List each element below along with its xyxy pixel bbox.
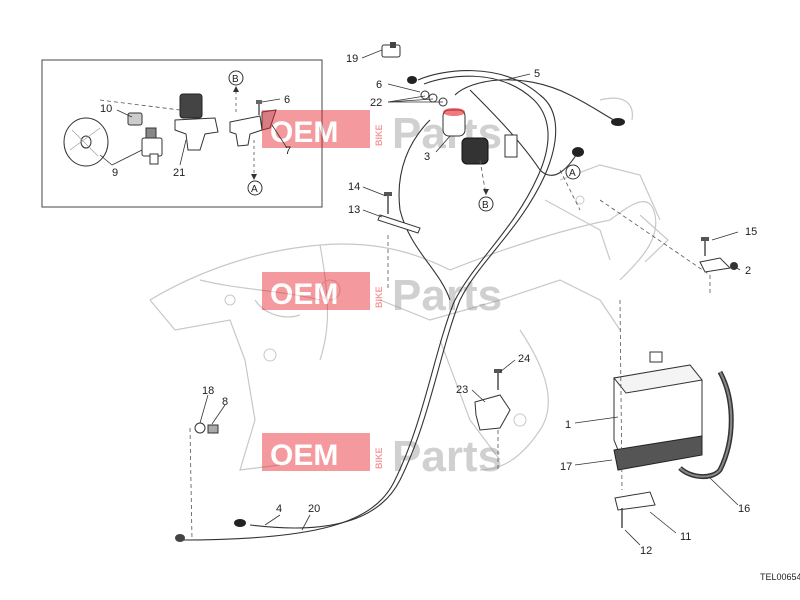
callout-13: 13 (348, 204, 360, 216)
battery-strap-part (678, 370, 734, 479)
callout-16: 16 (738, 503, 750, 515)
reference-markers: B A B A (228, 70, 581, 212)
callout-6: 6 (376, 79, 382, 91)
washer-nut-part (194, 422, 219, 434)
watermark-oem-box (262, 433, 370, 471)
callout-5: 5 (534, 68, 540, 80)
bracket-11-part (614, 491, 656, 528)
cable-tie-part (377, 192, 421, 234)
watermark-oem-text: OEM (270, 116, 338, 149)
ref-a-label: A (251, 184, 258, 195)
watermark-bike-text: BIKE (374, 286, 384, 308)
battery-pad (613, 435, 703, 471)
callout-21: 21 (173, 167, 185, 179)
cable-terminals (175, 76, 625, 542)
bracket-2-part (699, 237, 738, 273)
ref-a-label: A (569, 168, 576, 179)
watermark-oem-text: OEM (270, 439, 338, 472)
callout-17: 17 (560, 461, 572, 473)
callout-10: 10 (100, 103, 112, 115)
callout-7: 7 (285, 145, 291, 157)
cables (179, 70, 621, 541)
watermark-oem-box (262, 272, 370, 310)
callout-leaders (99, 49, 741, 546)
relay-part (174, 93, 263, 151)
callout-22: 22 (370, 97, 382, 109)
starter-relay-part (442, 108, 518, 165)
cap-part (127, 112, 143, 126)
callout-14: 14 (348, 181, 360, 193)
callout-3: 3 (424, 151, 430, 163)
watermark-parts-text: Parts (392, 271, 502, 320)
watermark-parts-text: Parts (392, 432, 502, 481)
callout-labels: 19 6 22 3 5 6 7 10 9 21 14 13 15 2 24 23… (100, 53, 757, 557)
callout-8: 8 (222, 396, 228, 408)
screw-part (256, 100, 262, 115)
callout-12: 12 (640, 545, 652, 557)
callout-11: 11 (680, 531, 691, 543)
washers-part (420, 90, 448, 107)
callout-24: 24 (518, 353, 530, 365)
frame-holes (224, 195, 585, 427)
sensor-part (141, 127, 163, 165)
callout-18: 18 (202, 385, 214, 397)
callout-6: 6 (284, 94, 290, 106)
battery-part (613, 351, 703, 471)
callout-19: 19 (346, 53, 358, 65)
watermark-oem-box (262, 110, 370, 148)
watermark-bike-text: BIKE (374, 447, 384, 469)
callout-4: 4 (276, 503, 282, 515)
watermark: OEM BIKE Parts OEM BIKE Parts OEM BIKE P… (262, 109, 502, 481)
callout-20: 20 (308, 503, 320, 515)
ref-a-marker (565, 164, 581, 180)
callout-9: 9 (112, 167, 118, 179)
callout-2: 2 (745, 265, 751, 277)
inset-detail-box (41, 59, 323, 208)
watermark-oem-text: OEM (270, 278, 338, 311)
ref-b-label: B (482, 200, 489, 211)
disc-part (63, 117, 109, 167)
ref-b-marker (228, 70, 244, 86)
drawing-code: TEL00654 (760, 572, 800, 582)
bracket-part (261, 109, 277, 131)
ref-b-marker (478, 196, 494, 212)
ref-a-marker (247, 180, 263, 196)
ref-b-label: B (232, 74, 239, 85)
callout-23: 23 (456, 384, 468, 396)
connector-part (381, 42, 401, 58)
callout-15: 15 (745, 226, 757, 238)
callout-1: 1 (565, 419, 571, 431)
watermark-bike-text: BIKE (374, 124, 384, 146)
bracket-23-part (474, 369, 511, 431)
dashed-guides (189, 159, 711, 541)
